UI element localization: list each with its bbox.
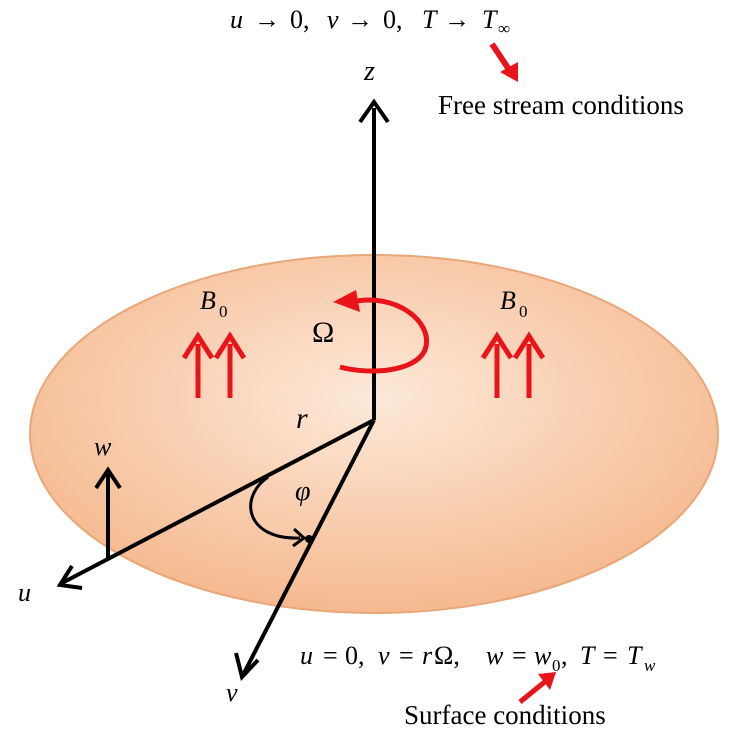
fs-v: v <box>327 5 339 34</box>
sf-w: w <box>486 641 504 670</box>
svg-text:0: 0 <box>219 302 228 321</box>
u-axis <box>56 418 375 590</box>
z-axis-label: z <box>363 56 375 87</box>
fs-T: T <box>422 5 438 34</box>
b0-label-right: B 0 <box>500 286 528 321</box>
w-axis <box>94 466 122 558</box>
sf-zero: 0, <box>345 641 365 670</box>
fs-u: u <box>230 5 243 34</box>
svg-text:B: B <box>500 286 516 315</box>
sf-u: u <box>300 641 313 670</box>
sf-eq-3: = <box>512 641 527 670</box>
v-axis-label: v <box>226 678 238 707</box>
fs-T-inf-sub: ∞ <box>498 19 510 38</box>
surface-formula: u = 0, v = r Ω, w = w 0 , T = T w <box>300 641 656 675</box>
sf-eq-2: = <box>399 641 414 670</box>
sf-T: T <box>580 641 596 670</box>
u-axis-label: u <box>18 578 31 607</box>
sf-eq-4: = <box>603 641 618 670</box>
b0-label-left: B 0 <box>200 286 228 321</box>
fs-T-inf: T <box>482 5 498 34</box>
w-axis-label: w <box>94 432 112 461</box>
sf-Tw-sub: w <box>644 656 656 675</box>
magnetic-field-arrows-left <box>181 331 247 398</box>
phi-label: φ <box>295 476 311 507</box>
sf-eq-1: = <box>323 641 338 670</box>
r-label: r <box>296 402 308 435</box>
fs-arrow-1: → <box>254 5 280 34</box>
sf-comma: , <box>561 641 568 670</box>
phi-angle-arc <box>249 475 313 548</box>
omega-rotation-arrow <box>333 290 429 374</box>
fs-zero-2: 0, <box>383 5 403 34</box>
sf-r: r <box>422 641 433 670</box>
surface-label: Surface conditions <box>404 700 606 729</box>
omega-label: Ω <box>312 316 334 349</box>
sf-w0-sub: 0 <box>552 656 561 675</box>
svg-text:B: B <box>200 286 216 315</box>
sf-Tw: T <box>627 641 643 670</box>
surface-pointer-arrow <box>518 672 556 704</box>
fs-arrow-2: → <box>347 5 373 34</box>
sf-v: v <box>378 641 390 670</box>
free-stream-formula: u → 0, v → 0, T → T ∞ <box>230 5 510 38</box>
sf-w0: w <box>534 641 552 670</box>
svg-text:0: 0 <box>519 302 528 321</box>
free-stream-label: Free stream conditions <box>438 90 684 120</box>
z-axis <box>358 98 390 420</box>
v-axis <box>234 419 376 682</box>
sf-omega: Ω, <box>434 641 460 670</box>
magnetic-field-arrows-right <box>480 331 546 398</box>
free-stream-pointer-arrow <box>489 42 518 82</box>
fs-zero-1: 0, <box>290 5 310 34</box>
fs-arrow-3: → <box>444 5 470 34</box>
